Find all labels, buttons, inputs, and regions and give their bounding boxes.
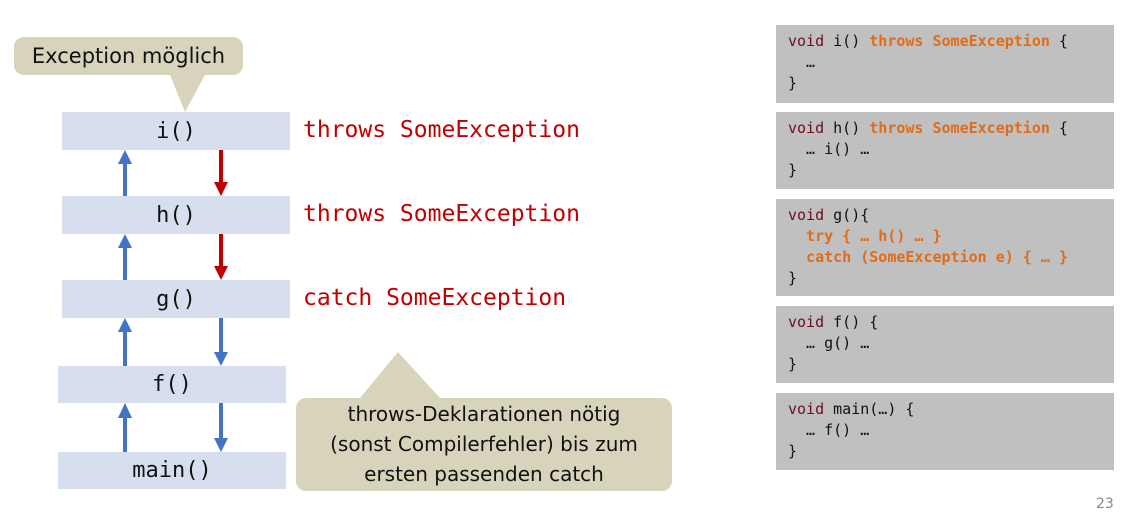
code-block-f: void f() { … g() …}: [776, 306, 1114, 383]
code-text: {: [1049, 119, 1068, 137]
catch-line: catch (SomeException e) { … }: [788, 248, 1068, 266]
code-block-h: void h() throws SomeException { … i() …}: [776, 112, 1114, 189]
code-block-main: void main(…) { … f() …}: [776, 393, 1114, 470]
code-block-i: void i() throws SomeException { …}: [776, 25, 1114, 103]
callout-top-pointer: [170, 75, 205, 112]
callout-throws-required: throws-Deklarationen nötig (sonst Compil…: [296, 398, 672, 491]
keyword: void: [788, 32, 825, 50]
callout-line: (sonst Compilerfehler) bis zum: [330, 432, 638, 456]
code-text: f() {: [824, 313, 879, 331]
code-text: g(){: [824, 206, 870, 224]
code-line: }: [788, 269, 798, 287]
throws-clause: throws SomeException: [869, 119, 1050, 137]
stack-frame-h: h(): [62, 196, 290, 234]
stack-frame-i: i(): [62, 112, 290, 150]
code-line: }: [788, 355, 798, 373]
code-text: {: [1049, 32, 1068, 50]
code-block-g: void g(){ try { … h() … } catch (SomeExc…: [776, 199, 1114, 296]
keyword: void: [788, 400, 825, 418]
callout-exception-possible: Exception möglich: [14, 37, 243, 75]
callout-line: throws-Deklarationen nötig: [347, 402, 621, 426]
note-g: catch SomeException: [303, 285, 567, 311]
code-line: }: [788, 74, 798, 92]
code-line: }: [788, 161, 798, 179]
code-line: … g() …: [788, 334, 870, 352]
note-h: throws SomeException: [303, 201, 580, 227]
code-text: i(): [824, 32, 870, 50]
page-number: 23: [1096, 496, 1114, 512]
code-line: … i() …: [788, 140, 870, 158]
code-line: }: [788, 442, 798, 460]
try-line: try { … h() … }: [788, 227, 942, 245]
callout-bottom-pointer: [360, 352, 440, 398]
code-line: …: [788, 53, 816, 71]
code-text: h(): [824, 119, 870, 137]
code-line: … f() …: [788, 421, 870, 439]
stack-frame-f: f(): [58, 366, 286, 403]
code-text: main(…) {: [824, 400, 915, 418]
stack-frame-main: main(): [58, 452, 286, 489]
note-i: throws SomeException: [303, 117, 580, 143]
keyword: void: [788, 313, 825, 331]
callout-line: ersten passenden catch: [364, 462, 604, 486]
keyword: void: [788, 119, 825, 137]
keyword: void: [788, 206, 825, 224]
throws-clause: throws SomeException: [869, 32, 1050, 50]
stack-frame-g: g(): [62, 280, 290, 318]
